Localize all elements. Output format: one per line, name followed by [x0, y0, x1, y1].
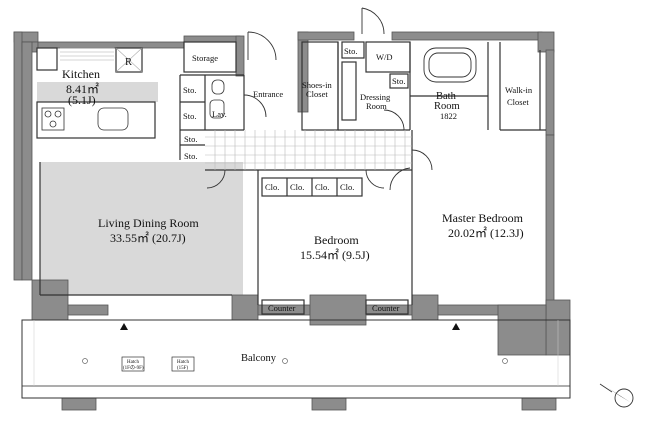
wd-label: W/D: [376, 52, 393, 62]
master-name: Master Bedroom: [442, 211, 524, 225]
storage-label: Storage: [192, 53, 218, 63]
sto-label-1: Sto.: [183, 85, 196, 95]
entrance-label: Entrance: [253, 89, 283, 99]
hatch-label-2: Hatch: [177, 360, 189, 365]
hallway-tiles: [205, 130, 412, 170]
balcony-drains: [82, 358, 508, 364]
sto-label-4: Sto.: [184, 151, 197, 161]
bedroom-area: 15.54㎡ (9.5J): [300, 248, 370, 262]
sto-label-5: Sto.: [344, 46, 357, 56]
fridge-cross: [115, 47, 143, 73]
shoes-label-1: Shoes-in: [302, 80, 333, 90]
dressing-label-2: Room: [366, 101, 387, 111]
balcony-area: [21, 319, 571, 399]
lav-label: Lav.: [212, 109, 227, 119]
dressing-label-1: Dressing: [360, 92, 391, 102]
living-area: 33.55㎡ (20.7J): [110, 231, 186, 245]
hatch-box-1: [121, 356, 145, 372]
sto-label-2: Sto.: [183, 111, 196, 121]
bath-size: 1822: [440, 111, 457, 121]
fridge-label: R: [125, 57, 132, 68]
walkin-label-1: Walk-in: [505, 85, 533, 95]
clo-label-2: Clo.: [290, 182, 304, 192]
kitchen-hatch: [60, 47, 114, 61]
sto-label-3: Sto.: [184, 134, 197, 144]
window-marker-icon: [120, 323, 460, 330]
door-swing-icon: [206, 7, 433, 191]
living-floor: [40, 162, 243, 295]
counter-label-1: Counter: [268, 303, 296, 313]
counter-label-2: Counter: [372, 303, 400, 313]
compass-icon: [599, 383, 634, 408]
toilet: [211, 79, 225, 95]
hatch-label-1: Hatch: [127, 360, 139, 365]
clo-label-3: Clo.: [315, 182, 329, 192]
clo-label-4: Clo.: [340, 182, 354, 192]
stove-icon: [41, 107, 65, 131]
bedroom-name: Bedroom: [314, 233, 359, 247]
kitchen-jo: (5.1J): [68, 93, 96, 107]
hatch-sub-1: (1Fの-9F): [123, 365, 144, 371]
balcony-decking: [33, 320, 559, 386]
kitchen-name: Kitchen: [62, 67, 100, 81]
hatch-box-2: [171, 356, 195, 372]
balcony-label: Balcony: [241, 353, 277, 364]
bath-label-1: Bath: [436, 91, 457, 102]
kitchen-area: 8.41㎡: [66, 82, 99, 96]
master-area: 20.02㎡ (12.3J): [448, 226, 524, 240]
hatch-sub-2: (15F): [177, 366, 188, 371]
bath-label-2: Room: [434, 101, 460, 112]
sto-label-6: Sto.: [392, 76, 405, 86]
sink-icon: [97, 99, 225, 131]
shoes-label-2: Closet: [306, 89, 328, 99]
bathtub-icon: [423, 47, 477, 83]
walkin-label-2: Closet: [507, 97, 529, 107]
kitchen-label-band: [37, 82, 158, 102]
living-name: Living Dining Room: [98, 216, 199, 230]
clo-label-1: Clo.: [265, 182, 279, 192]
